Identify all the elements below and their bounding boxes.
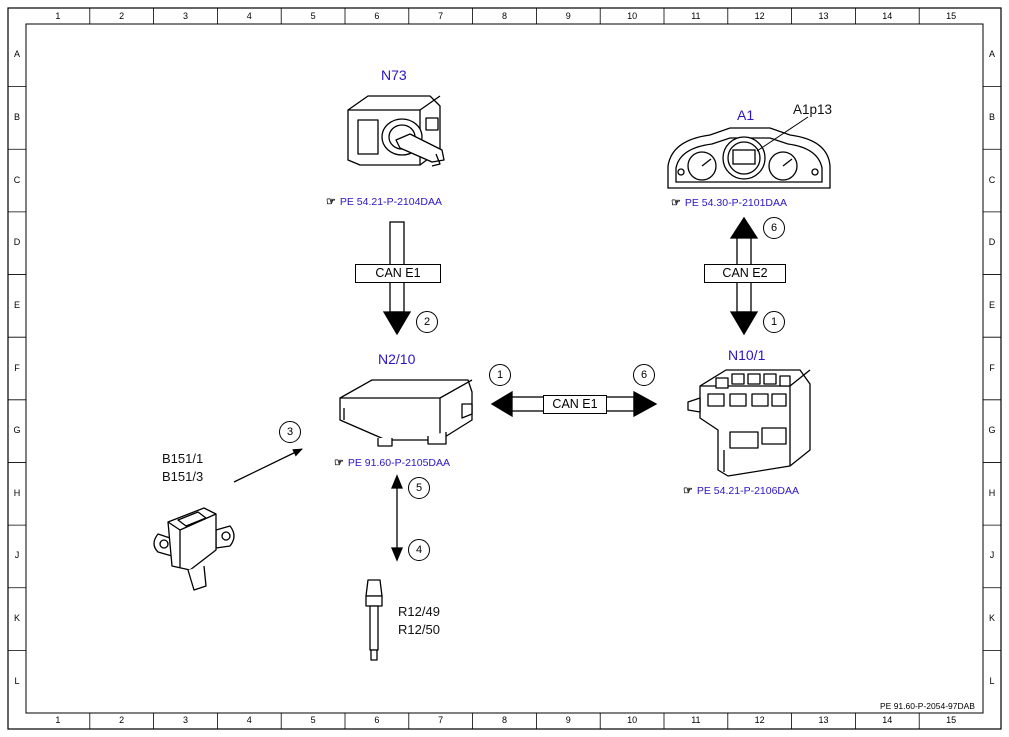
grid-row-label: F (14, 362, 20, 373)
grid-row-label: H (988, 487, 996, 498)
grid-row-label: G (988, 425, 996, 436)
grid-row-label: F (989, 362, 995, 373)
grid-row-label: G (13, 425, 21, 436)
control-unit-drawing (339, 379, 473, 447)
grid-column-label: 3 (182, 715, 188, 725)
grid-column-label: 2 (119, 715, 125, 725)
grid-row-label: E (13, 299, 20, 310)
grid-column-label: 6 (374, 715, 380, 725)
drawing-frame (7, 7, 1002, 730)
grid-row-label: H (13, 487, 21, 498)
grid-row-label: L (989, 675, 995, 686)
grid-column-label: 12 (754, 715, 765, 725)
grid-row-label: K (988, 613, 995, 624)
grid-row-label: K (13, 613, 20, 624)
grid-column-label: 2 (119, 11, 125, 21)
grid-column-label: 11 (691, 11, 701, 21)
temperature-sensor-drawing (365, 579, 383, 661)
component-label-r12-50: R12/50 (398, 622, 440, 637)
grid-column-label: 13 (818, 715, 829, 725)
grid-column-label: 13 (818, 11, 829, 21)
grid-column-label: 3 (182, 11, 188, 21)
component-label-a1: A1 (737, 107, 755, 123)
ignition-switch-drawing (347, 95, 445, 167)
step-marker-3: 3 (279, 421, 301, 443)
grid-column-label: 11 (691, 715, 701, 725)
grid-column-label: 5 (310, 715, 316, 725)
hand-pointer-icon: ☞ (683, 485, 693, 497)
grid-row-label: L (14, 675, 20, 686)
service-reference-n10-1[interactable]: ☞ PE 54.21-P-2106DAA (683, 486, 799, 497)
signal-arrow-b151 (233, 448, 303, 483)
component-label-a1p13: A1p13 (793, 102, 833, 117)
grid-column-label: 14 (882, 11, 893, 21)
grid-column-label: 8 (501, 715, 507, 725)
service-reference-text: PE 91.60-P-2105DAA (347, 457, 451, 470)
component-label-n10-1: N10/1 (728, 347, 766, 363)
drawing-code: PE 91.60-P-2054-97DAB (880, 701, 975, 711)
hand-pointer-icon: ☞ (671, 197, 681, 209)
grid-column-label: 7 (438, 11, 444, 21)
grid-column-label: 6 (374, 11, 380, 21)
bus-label-can-e2-vertical: CAN E2 (704, 264, 786, 283)
grid-column-label: 9 (565, 11, 571, 21)
component-label-b151-1: B151/1 (162, 451, 204, 466)
hand-pointer-icon: ☞ (326, 196, 336, 208)
step-marker-6-a1: 6 (763, 217, 785, 239)
sensor-drawing (153, 507, 235, 591)
step-marker-1-left: 1 (489, 364, 511, 386)
step-marker-5: 5 (408, 477, 430, 499)
grid-row-label: D (988, 237, 996, 248)
instrument-cluster-drawing (667, 116, 831, 189)
grid-column-label: 10 (627, 715, 638, 725)
component-label-r12-49: R12/49 (398, 604, 440, 619)
component-label-n2-10: N2/10 (378, 351, 416, 367)
grid-row-label: J (989, 550, 995, 561)
service-reference-text: PE 54.21-P-2104DAA (339, 196, 443, 209)
service-reference-text: PE 54.21-P-2106DAA (696, 485, 800, 498)
bus-label-can-e1-horizontal: CAN E1 (543, 395, 607, 414)
step-marker-4: 4 (408, 539, 430, 561)
grid-column-label: 4 (246, 715, 252, 725)
step-marker-6-right: 6 (633, 364, 655, 386)
grid-column-label: 5 (310, 11, 316, 21)
grid-row-label: B (13, 111, 20, 122)
service-reference-text: PE 54.30-P-2101DAA (684, 197, 788, 210)
grid-column-label: 15 (946, 715, 957, 725)
grid-column-label: 4 (246, 11, 252, 21)
service-reference-a1[interactable]: ☞ PE 54.30-P-2101DAA (671, 198, 787, 209)
step-marker-2: 2 (416, 311, 438, 333)
grid-column-label: 12 (754, 11, 765, 21)
grid-row-label: C (13, 174, 21, 185)
component-label-n73: N73 (381, 67, 407, 83)
grid-column-label: 10 (627, 11, 638, 21)
grid-column-label: 15 (946, 11, 957, 21)
grid-row-label: J (14, 550, 20, 561)
signal-arrow-r12 (391, 474, 403, 562)
grid-row-label: C (988, 174, 996, 185)
service-reference-n2-10[interactable]: ☞ PE 91.60-P-2105DAA (334, 458, 450, 469)
bus-label-can-e1-vertical: CAN E1 (355, 264, 441, 283)
sam-module-drawing (687, 369, 811, 477)
grid-column-label: 14 (882, 715, 893, 725)
grid-row-label: A (988, 49, 995, 60)
grid-row-label: D (13, 237, 21, 248)
grid-column-label: 8 (501, 11, 507, 21)
component-label-b151-3: B151/3 (162, 469, 204, 484)
grid-row-label: B (988, 111, 995, 122)
grid-column-label: 1 (55, 11, 61, 21)
grid-column-label: 9 (565, 715, 571, 725)
grid-row-label: E (988, 299, 995, 310)
hand-pointer-icon: ☞ (334, 457, 344, 469)
service-reference-n73[interactable]: ☞ PE 54.21-P-2104DAA (326, 197, 442, 208)
step-marker-1-a1: 1 (763, 311, 785, 333)
grid-column-label: 7 (438, 715, 444, 725)
grid-column-label: 1 (55, 715, 61, 725)
grid-row-label: A (13, 49, 20, 60)
